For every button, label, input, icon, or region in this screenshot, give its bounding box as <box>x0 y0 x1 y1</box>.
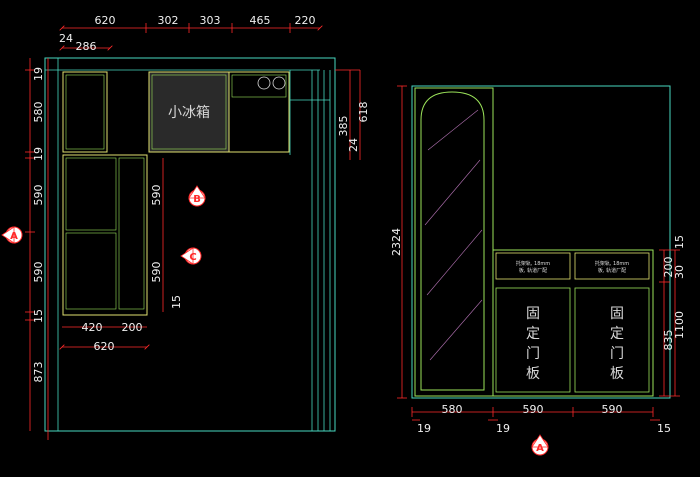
door-right-char-3: 门 <box>610 346 624 362</box>
left-dim-3: 19 <box>32 147 45 161</box>
drawer-note-left-2: 板, 轨道厂配 <box>519 267 547 274</box>
elev-bottom-sub-dim-3: 15 <box>657 422 671 435</box>
elev-right-dim-2: 200 <box>662 257 675 278</box>
left-dim-2: 580 <box>32 102 45 123</box>
plan-fridge <box>148 71 230 153</box>
elev-right-dim-4: 835 <box>662 330 675 351</box>
door-left-char-3: 门 <box>526 346 540 362</box>
elev-right-dim-1: 15 <box>673 235 686 249</box>
section-marker-b: B <box>188 185 206 207</box>
plan-tall-cabinet-upper <box>65 157 117 231</box>
plan-tall-cabinet <box>62 154 148 316</box>
top-dim-2: 302 <box>158 14 179 27</box>
sink-bowl-left-icon <box>257 76 271 90</box>
bottom-dim-1: 420 <box>82 321 103 334</box>
left-dim-1: 19 <box>32 67 45 81</box>
plan-top-cabinet-1 <box>62 71 108 153</box>
elev-bottom-dim-3: 590 <box>602 403 623 416</box>
bottom-dim-2: 200 <box>122 321 143 334</box>
fixed-door-left <box>495 287 571 393</box>
door-right-char-1: 固 <box>610 306 624 322</box>
plan-tall-cabinet-side <box>118 157 145 310</box>
plan-outer-wall <box>44 57 336 432</box>
plan-top-cabinet-1-inner <box>65 74 105 150</box>
drawer-note-left-1: 托架轨, 18mm <box>516 260 550 267</box>
elev-bottom-sub-dim-2: 19 <box>496 422 510 435</box>
section-marker-c: C <box>180 247 202 265</box>
marker-b-label: B <box>193 194 201 205</box>
door-left-char-4: 板 <box>526 366 540 382</box>
door-left-char-2: 定 <box>526 326 540 342</box>
top-dim-1: 620 <box>95 14 116 27</box>
base-cabinet <box>492 249 654 397</box>
plan-view: 小冰箱 620 302 303 465 220 24 286 19 <box>1 14 370 440</box>
elev-left-dim: 2324 <box>390 228 403 256</box>
elev-bottom-dim-1: 580 <box>442 403 463 416</box>
plan-sink <box>231 74 287 98</box>
plan-tall-cabinet-lower <box>65 232 117 310</box>
top-dim-5: 220 <box>295 14 316 27</box>
inner-dim-3: 15 <box>170 295 183 309</box>
left-dim-4: 590 <box>32 185 45 206</box>
right-dim-2: 24 <box>347 138 360 152</box>
fridge-label: 小冰箱 <box>168 105 210 121</box>
elev-right-dim-3: 30 <box>673 265 686 279</box>
sink-bowl-right-icon <box>272 76 286 90</box>
arched-mirror-door <box>420 91 485 391</box>
right-dim-3: 618 <box>357 102 370 123</box>
drawer-right <box>574 252 650 280</box>
plan-dimension-lines <box>25 23 361 440</box>
left-dim-7: 873 <box>32 362 45 383</box>
elev-right-dim-5: 1100 <box>673 311 686 339</box>
drawer-note-right-1: 托架轨, 18mm <box>595 260 629 267</box>
left-dim-5: 590 <box>32 262 45 283</box>
top-sub-dim-2: 286 <box>76 40 97 53</box>
mirror-hatch <box>424 109 483 361</box>
marker-c-label: C <box>189 252 196 263</box>
top-sub-dim-1: 24 <box>59 32 73 45</box>
elevation-marker-a: A <box>531 434 549 456</box>
top-dim-4: 465 <box>250 14 271 27</box>
tall-cabinet <box>414 87 494 397</box>
elev-bottom-sub-dim-1: 19 <box>417 422 431 435</box>
bottom-dim-3: 620 <box>94 340 115 353</box>
elev-bottom-dim-2: 590 <box>523 403 544 416</box>
door-left-char-1: 固 <box>526 306 540 322</box>
door-right-char-4: 板 <box>610 366 624 382</box>
elev-marker-a-label: A <box>536 443 544 454</box>
plan-sink-cabinet <box>228 71 290 153</box>
fixed-door-right <box>574 287 650 393</box>
plan-fridge-inner <box>151 74 227 150</box>
marker-a-label: A <box>10 231 18 242</box>
left-dim-6: 15 <box>32 309 45 323</box>
elevation-dimension-lines <box>397 85 680 421</box>
drawer-note-right-2: 板, 轨道厂配 <box>598 267 626 274</box>
elevation-view: 托架轨, 18mm 板, 轨道厂配 托架轨, 18mm 板, 轨道厂配 固 定 … <box>390 85 686 456</box>
door-right-char-2: 定 <box>610 326 624 342</box>
inner-dim-1: 590 <box>150 185 163 206</box>
section-marker-a: A <box>1 226 23 244</box>
top-dim-3: 303 <box>200 14 221 27</box>
right-dim-1: 385 <box>337 116 350 137</box>
drawer-left <box>495 252 571 280</box>
inner-dim-2: 590 <box>150 262 163 283</box>
elevation-outline <box>411 85 671 399</box>
